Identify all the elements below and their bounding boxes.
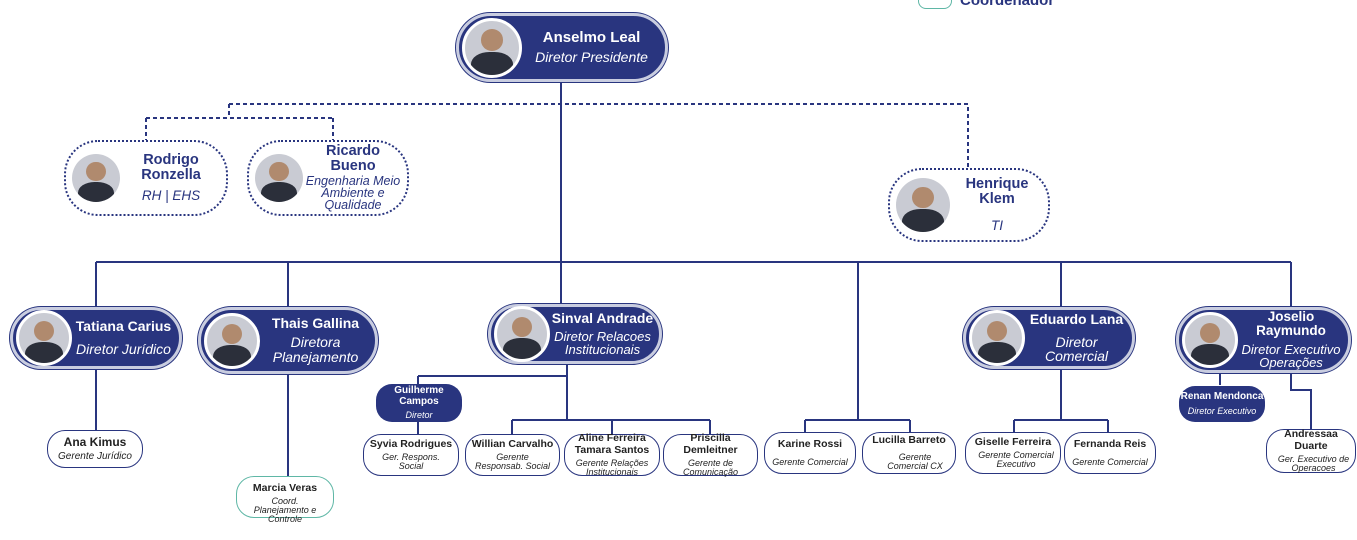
manager-card[interactable]: Giselle Ferreira Gerente Comercial Execu…: [965, 432, 1061, 474]
manager-name: Marcia Veras: [252, 482, 318, 494]
director-name: Eduardo Lana: [1029, 310, 1124, 327]
person-photo-icon: [16, 310, 72, 366]
manager-role: Gerente Relações Institucionais: [575, 457, 649, 477]
sub-director-card[interactable]: Renan Mendonca Diretor Executivo: [1179, 386, 1265, 422]
manager-name: Syvia Rodrigues: [369, 437, 453, 450]
person-photo-icon: [1182, 312, 1238, 368]
president-name: Anselmo Leal: [542, 29, 641, 47]
staff-role: TI: [991, 218, 1003, 234]
sub-director-name: Renan Mendonca: [1180, 391, 1264, 403]
person-photo-icon: [494, 306, 550, 362]
legend-swatch: [918, 0, 952, 9]
manager-name: Lucilla Barreto: [872, 433, 946, 446]
sub-director-name: Guilherme Campos: [394, 385, 444, 407]
manager-card[interactable]: Fernanda Reis Gerente Comercial: [1064, 432, 1156, 474]
manager-name: Aline Ferreira Tamara Santos: [574, 432, 650, 456]
manager-role: Coord. Planejamento e Controle: [253, 496, 317, 525]
staff-name: Rodrigo Ronzella: [141, 151, 201, 183]
manager-role: Gerente de Comunicação: [682, 457, 739, 477]
director-name: Thais Gallina: [271, 315, 360, 332]
staff-role: RH | EHS: [141, 188, 201, 204]
director-role: Diretor Comercial: [1044, 333, 1108, 365]
staff-role: Engenharia Meio Ambiente e Qualidade: [305, 174, 401, 213]
manager-card[interactable]: Syvia Rodrigues Ger. Respons. Social: [363, 434, 459, 476]
manager-card[interactable]: Ana Kimus Gerente Jurídico: [47, 430, 143, 468]
director-role: Diretora Planejamento: [272, 334, 359, 365]
staff-card[interactable]: Rodrigo Ronzella RH | EHS: [64, 140, 228, 216]
manager-name: Fernanda Reis: [1073, 438, 1147, 451]
manager-name: Ana Kimus: [63, 435, 127, 450]
sub-director-card[interactable]: Guilherme Campos Diretor: [376, 384, 462, 422]
manager-name: Karine Rossi: [777, 438, 843, 451]
manager-role: Gerente Jurídico: [58, 450, 132, 462]
manager-card[interactable]: Lucilla Barreto Gerente Comercial CX: [862, 432, 956, 474]
legend: Coordenador: [918, 0, 1054, 9]
manager-role: Gerente Comercial: [772, 456, 848, 467]
manager-role: Gerente Comercial Executivo: [978, 450, 1054, 469]
president-role: Diretor Presidente: [535, 49, 648, 66]
director-name: Sinval Andrade: [551, 310, 654, 327]
sub-director-role: Diretor: [405, 410, 433, 420]
manager-role: Ger. Respons. Social: [382, 452, 440, 471]
person-photo-icon: [969, 310, 1025, 366]
staff-name: Ricardo Bueno: [326, 142, 380, 175]
manager-card[interactable]: Marcia Veras Coord. Planejamento e Contr…: [236, 476, 334, 524]
manager-card[interactable]: Willian Carvalho Gerente Responsab. Soci…: [465, 434, 560, 476]
person-photo-icon: [462, 17, 522, 78]
manager-name: Giselle Ferreira: [974, 435, 1052, 448]
staff-name: Henrique Klem: [965, 175, 1029, 207]
person-photo-icon: [72, 154, 120, 202]
director-role: Diretor Relacoes Institucionais: [554, 328, 651, 358]
manager-role: Gerente Responsab. Social: [474, 452, 551, 471]
person-photo-icon: [255, 154, 303, 202]
manager-role: Gerente Comercial: [1072, 456, 1148, 467]
director-role: Diretor Jurídico: [76, 341, 171, 357]
manager-card[interactable]: Karine Rossi Gerente Comercial: [764, 432, 856, 474]
director-name: Joselio Raymundo: [1256, 309, 1326, 339]
manager-card[interactable]: Andressaa Duarte Ger. Executivo de Opera…: [1266, 429, 1356, 473]
manager-name: Priscilla Demleitner: [683, 432, 738, 456]
manager-role: Ger. Executivo de Operacoes: [1277, 453, 1350, 473]
manager-card[interactable]: Aline Ferreira Tamara Santos Gerente Rel…: [564, 432, 660, 477]
person-photo-icon: [896, 178, 950, 232]
manager-name: Andressaa Duarte: [1284, 428, 1338, 452]
person-photo-icon: [204, 312, 260, 369]
manager-role: Gerente Comercial CX: [887, 452, 943, 471]
manager-card[interactable]: Priscilla Demleitner Gerente de Comunica…: [663, 432, 758, 477]
sub-director-role: Diretor Executivo: [1187, 405, 1257, 416]
manager-name: Willian Carvalho: [471, 437, 554, 450]
director-role: Diretor Executivo Operações: [1241, 341, 1341, 371]
legend-label: Coordenador: [960, 0, 1055, 9]
director-name: Tatiana Carius: [75, 318, 172, 335]
